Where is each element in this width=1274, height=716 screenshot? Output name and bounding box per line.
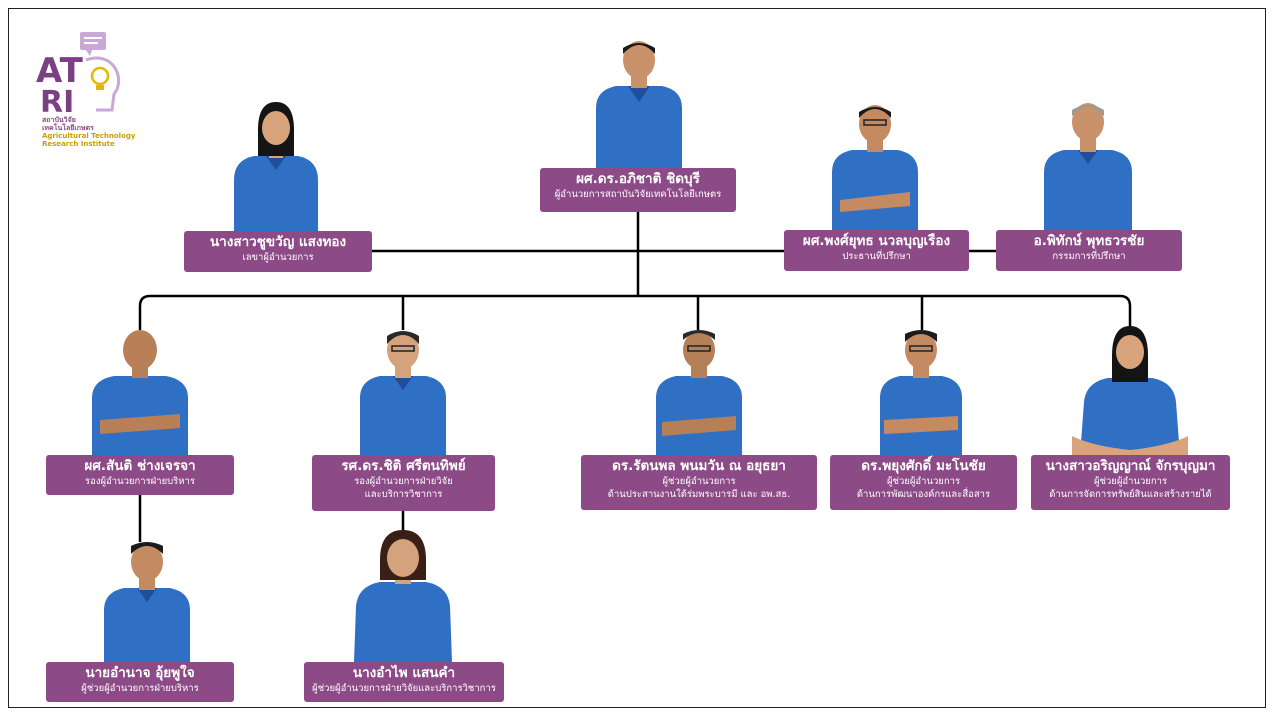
box-deputy-admin: ผศ.สันติ ช่างเจรจา รองผู้อำนวยการฝ่ายบริ… xyxy=(46,455,234,495)
asst-asset-role-2: ด้านการจัดการทรัพย์สินและสร้างรายได้ xyxy=(1049,489,1212,500)
asst-org-role-2: ด้านการพัฒนาองค์กรและสื่อสาร xyxy=(856,489,991,500)
logo-en-line1: Agricultural Technology xyxy=(42,132,136,140)
secretary-role: เลขาผู้อำนวยการ xyxy=(242,252,314,263)
deputy-research-name: รศ.ดร.ชิติ ศรีตนทิพย์ xyxy=(341,458,466,474)
photo-secretary xyxy=(234,102,318,232)
photo-director xyxy=(596,41,682,170)
photo-advisor-member xyxy=(1044,103,1132,232)
asst-royal-role-2: ด้านประสานงานใต้ร่มพระบารมี และ อพ.สธ. xyxy=(607,489,791,500)
deputy-admin-name: ผศ.สันติ ช่างเจรจา xyxy=(84,458,196,474)
asst-org-role-1: ผู้ช่วยผู้อำนวยการ xyxy=(886,476,961,487)
photo-deputy-admin xyxy=(92,330,188,456)
logo-thai-line2: เทคโนโลยีเกษตร xyxy=(42,124,94,132)
photo-asst-admin xyxy=(104,542,190,662)
branch-bar xyxy=(138,294,1132,330)
photo-asst-org xyxy=(880,330,962,456)
asst-royal-name: ดร.รัตนพล พนมวัน ณ อยุธยา xyxy=(612,458,786,474)
photo-asst-research xyxy=(354,530,452,662)
deputy-research-role-1: รองผู้อำนวยการฝ่ายวิจัย xyxy=(354,476,453,487)
box-asst-org: ดร.พยุงศักดิ์ มะโนชัย ผู้ช่วยผู้อำนวยการ… xyxy=(830,455,1017,510)
advisor-chair-role: ประธานที่ปรึกษา xyxy=(842,251,911,262)
asst-research-role: ผู้ช่วยผู้อำนวยการฝ่ายวิจัยและบริการวิชา… xyxy=(312,683,496,694)
advisor-chair-name: ผศ.พงศ์ยุทธ นวลบุญเรือง xyxy=(802,233,951,249)
box-deputy-research: รศ.ดร.ชิติ ศรีตนทิพย์ รองผู้อำนวยการฝ่าย… xyxy=(312,455,495,511)
box-advisor-member: อ.พิทักษ์ พุทธวรชัย กรรมการที่ปรึกษา xyxy=(996,230,1182,271)
asst-research-name: นางอำไพ แสนคำ xyxy=(352,665,456,681)
asst-admin-name: นายอำนาจ อุ้ยพูใจ xyxy=(85,665,195,681)
secretary-name: นางสาวชูขวัญ แสงทอง xyxy=(209,234,347,250)
advisor-member-role: กรรมการที่ปรึกษา xyxy=(1052,251,1126,262)
svg-text:AT: AT xyxy=(36,51,84,91)
logo-en-line2: Research Institute xyxy=(42,140,115,148)
asst-org-name: ดร.พยุงศักดิ์ มะโนชัย xyxy=(861,458,986,474)
logo-caption: สถาบันวิจัย เทคโนโลยีเกษตร Agricultural … xyxy=(42,116,135,148)
asst-asset-role-1: ผู้ช่วยผู้อำนวยการ xyxy=(1093,476,1168,487)
box-asst-research: นางอำไพ แสนคำ ผู้ช่วยผู้อำนวยการฝ่ายวิจั… xyxy=(304,662,504,702)
deputy-admin-role: รองผู้อำนวยการฝ่ายบริหาร xyxy=(85,476,195,487)
svg-text:RI: RI xyxy=(40,85,74,120)
photo-asst-royal xyxy=(656,330,742,456)
box-asst-asset: นางสาวอริญญาณ์ จักรบุญมา ผู้ช่วยผู้อำนวย… xyxy=(1031,455,1230,510)
atri-logo: AT RI xyxy=(36,32,121,120)
asst-asset-name: นางสาวอริญญาณ์ จักรบุญมา xyxy=(1045,458,1216,474)
asst-admin-role: ผู้ช่วยผู้อำนวยการฝ่ายบริหาร xyxy=(81,683,199,694)
logo-thai-line1: สถาบันวิจัย xyxy=(42,116,76,124)
photo-advisor-chair xyxy=(832,105,918,232)
asst-royal-role-1: ผู้ช่วยผู้อำนวยการ xyxy=(662,476,736,487)
box-asst-royal: ดร.รัตนพล พนมวัน ณ อยุธยา ผู้ช่วยผู้อำนว… xyxy=(581,455,817,510)
director-role: ผู้อำนวยการสถาบันวิจัยเทคโนโลยีเกษตร xyxy=(554,189,722,200)
box-director: ผศ.ดร.อภิชาติ ชิดบุรี ผู้อำนวยการสถาบันว… xyxy=(540,168,736,212)
advisor-member-name: อ.พิทักษ์ พุทธวรชัย xyxy=(1033,233,1145,249)
photo-asst-asset xyxy=(1072,326,1188,456)
director-name: ผศ.ดร.อภิชาติ ชิดบุรี xyxy=(576,171,700,187)
deputy-research-role-2: และบริการวิชาการ xyxy=(364,489,443,500)
box-asst-admin: นายอำนาจ อุ้ยพูใจ ผู้ช่วยผู้อำนวยการฝ่าย… xyxy=(46,662,234,702)
box-secretary: นางสาวชูขวัญ แสงทอง เลขาผู้อำนวยการ xyxy=(184,231,372,272)
box-advisor-chair: ผศ.พงศ์ยุทธ นวลบุญเรือง ประธานที่ปรึกษา xyxy=(784,230,969,271)
photo-deputy-research xyxy=(360,331,446,456)
